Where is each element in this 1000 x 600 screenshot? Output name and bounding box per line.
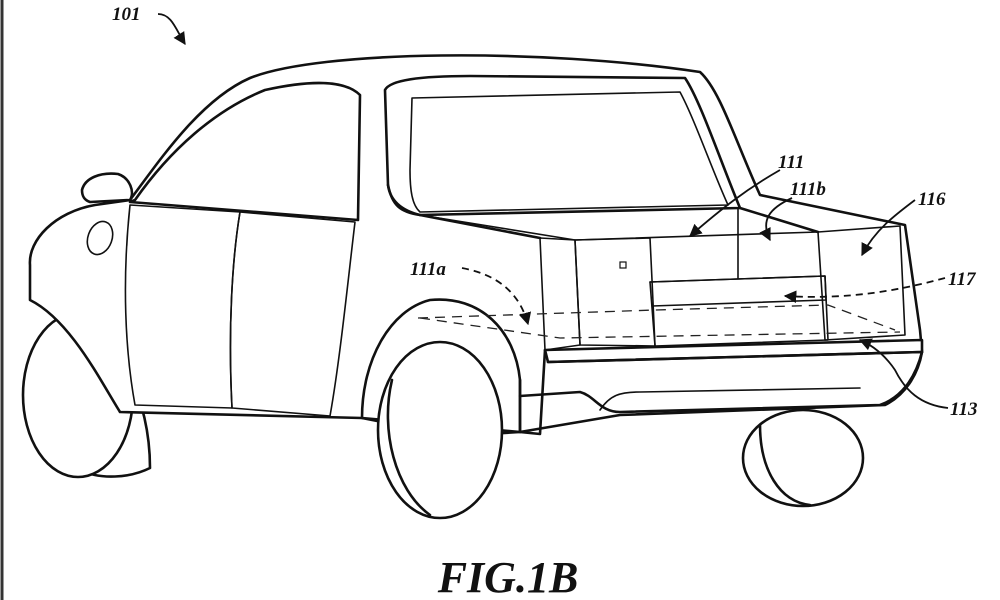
truck-drawing — [21, 54, 924, 520]
floor-hidden-line — [417, 304, 896, 331]
bed-right-wall — [817, 225, 906, 341]
leader-111a — [461, 267, 532, 326]
label-117: 117 — [948, 269, 977, 290]
rear-window-glass — [409, 91, 729, 213]
label-101: 101 — [112, 4, 141, 25]
floor-hidden-line-2 — [419, 317, 901, 339]
fuel-door — [86, 220, 114, 256]
leader-111 — [689, 169, 781, 237]
leader-117 — [783, 277, 946, 303]
rear-left-wheel-tread — [386, 378, 432, 517]
latch-mark — [619, 261, 627, 269]
leader-111b — [759, 197, 793, 242]
bumper-recess — [599, 387, 861, 411]
rear-bumper — [518, 350, 924, 414]
storage-box-lid — [649, 275, 827, 307]
figure-caption: FIG.1B — [437, 553, 579, 600]
leader-101 — [157, 13, 186, 46]
label-111b: 111b — [790, 179, 826, 200]
rear-door — [229, 211, 356, 417]
rear-left-wheel — [376, 340, 504, 520]
rear-quarter-panel — [518, 348, 547, 436]
label-111a: 111a — [410, 259, 446, 280]
side-mirror — [80, 172, 134, 204]
label-111: 111 — [778, 152, 804, 173]
bed-front-panel — [419, 207, 819, 241]
cab-side-window — [128, 81, 362, 222]
leader-113 — [858, 338, 949, 409]
label-116: 116 — [918, 189, 946, 210]
leader-116 — [861, 199, 916, 257]
label-113: 113 — [950, 399, 977, 420]
cab-rear-window — [383, 74, 742, 217]
reference-labels: 101 111 111b 116 111a 117 113 — [112, 4, 977, 420]
rear-right-wheel — [741, 408, 865, 508]
bed-inner-panel-left — [574, 237, 656, 347]
rear-right-wheel-tread — [758, 423, 812, 507]
